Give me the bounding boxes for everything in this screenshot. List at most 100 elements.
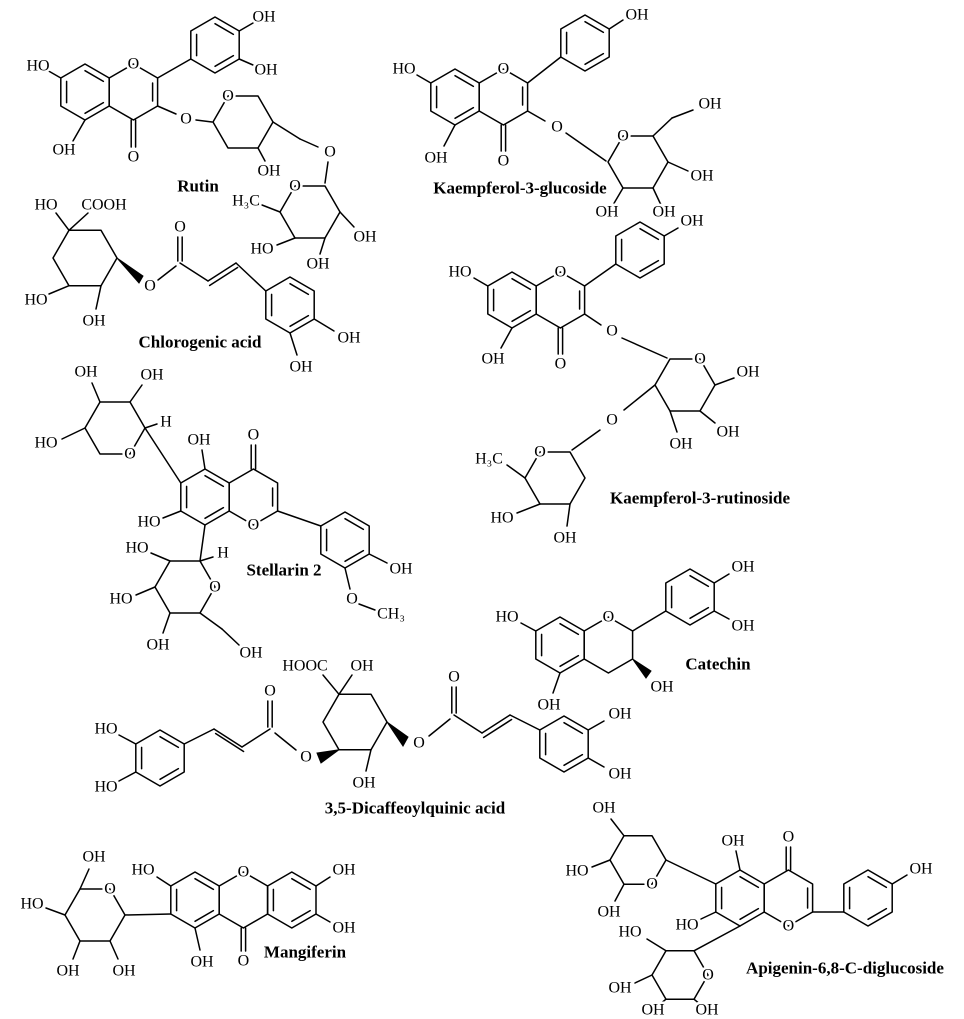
stellarin-2-bonds — [61, 382, 388, 646]
atom-label: HO — [125, 540, 148, 557]
atom-label: O — [144, 278, 156, 295]
compound-name-kaempferol-3-rutinoside: Kaempferol-3-rutinoside — [610, 489, 791, 508]
atom-label: H — [160, 414, 172, 431]
atom-label: O — [222, 88, 234, 105]
atom-label: HO — [495, 609, 518, 626]
atom-label: HO — [94, 779, 117, 796]
k3r-glucose-ring — [654, 358, 716, 412]
atom-label: O — [617, 128, 629, 145]
atom-label: OH — [553, 530, 577, 547]
compound-rutin: HO OH O O OH OH O O OH O O H₃C HO OH OH … — [24, 6, 380, 275]
atom-label: HO — [250, 241, 273, 258]
compound-dicaffeoylquinic-acid: HOOC OH OH O O HO HO O O OH OH 3,5-Dicaf… — [92, 655, 635, 818]
dcqa-quinic-ring — [322, 693, 388, 751]
atom-label: O — [606, 323, 618, 340]
apigenin-lower-glucose-ring — [651, 950, 709, 1000]
compound-name-kaempferol-3-glucoside: Kaempferol-3-glucoside — [433, 179, 607, 198]
atom-label: O — [300, 749, 312, 766]
k3r-ring-b — [615, 221, 665, 279]
compound-chlorogenic-acid: HO COOH HO OH O O OH OH Chlorogenic acid — [22, 194, 364, 378]
atom-label: O — [238, 953, 250, 970]
atom-label: HO — [490, 510, 513, 527]
atom-label: OH — [306, 256, 330, 273]
atom-label: O — [555, 356, 567, 373]
atom-label: H₃C — [475, 451, 503, 468]
rutin-ring-a — [60, 63, 110, 121]
atom-label: OH — [140, 367, 164, 384]
atom-label: O — [448, 669, 460, 686]
atom-label: OH — [252, 9, 276, 26]
compound-kaempferol-3-glucoside: HO OH O O OH O O OH OH OH OH Kaempferol-… — [390, 4, 725, 223]
dcqa-left-benzene-ring — [135, 729, 185, 787]
wedge-bond — [116, 257, 144, 284]
atom-label: HO — [448, 264, 471, 281]
atom-label: CH₃ — [377, 606, 405, 623]
kaempferol-3-rutinoside-bonds — [473, 221, 735, 527]
atom-label: OH — [716, 424, 740, 441]
compound-kaempferol-3-rutinoside: HO OH O O OH O O OH OH OH O O H₃C HO OH … — [446, 210, 791, 549]
atom-label: H₃C — [232, 193, 260, 210]
atom-label: OH — [289, 359, 313, 376]
atom-label: OH — [82, 849, 106, 866]
atom-label: OH — [731, 559, 755, 576]
atom-label: OH — [909, 861, 933, 878]
mangiferin-right-ring — [266, 871, 317, 929]
wedge-bond — [632, 658, 652, 679]
atom-label: OH — [353, 229, 377, 246]
atom-label: O — [128, 56, 140, 73]
atom-label: OH — [592, 800, 616, 817]
compound-name-dicaffeoylquinic-acid: 3,5-Dicaffeoylquinic acid — [325, 799, 506, 818]
atom-label: O — [104, 881, 116, 898]
atom-label: HO — [131, 862, 154, 879]
stellarin-upper-glucose-ring — [84, 401, 146, 455]
atom-label: O — [498, 61, 510, 78]
atom-label: O — [128, 149, 140, 166]
catechin-ring-a — [535, 616, 585, 674]
atom-label: OH — [352, 775, 376, 792]
atom-label: OH — [721, 833, 745, 850]
atom-label: O — [413, 735, 425, 752]
catechin-bonds — [520, 568, 730, 694]
atom-label: H — [217, 545, 229, 562]
compound-catechin: O HO OH OH OH OH Catechin — [493, 556, 758, 716]
chlorogenic-quinic-ring — [52, 229, 118, 287]
atom-label: OH — [337, 330, 361, 347]
atom-label: O — [174, 219, 186, 236]
atom-label: OH — [731, 618, 755, 635]
atom-label: OH — [608, 766, 632, 783]
atom-label: OH — [239, 645, 263, 662]
mangiferin-bonds — [45, 868, 331, 960]
atom-label: HO — [675, 917, 698, 934]
dcqa-right-benzene-ring — [539, 715, 589, 773]
atom-label: OH — [254, 62, 278, 79]
atom-label: O — [324, 144, 336, 161]
atom-label: OH — [608, 706, 632, 723]
atom-label: OH — [187, 432, 211, 449]
atom-label: OH — [669, 436, 693, 453]
atom-label: O — [209, 579, 221, 596]
apigenin-ring-b — [843, 869, 893, 927]
atom-label: OH — [695, 1002, 719, 1019]
atom-label: O — [551, 119, 563, 136]
atom-label: OH — [650, 679, 674, 696]
rutin-ring-b — [190, 16, 240, 74]
atom-label: OH — [481, 351, 505, 368]
compound-mangiferin: O O HO OH OH OH O OH HO OH OH Mangiferin — [18, 846, 359, 982]
compound-stellarin-2: OH OH HO H O O OH HO O OH O CH₃ H O HO H… — [32, 361, 416, 664]
atom-label: OH — [332, 920, 356, 937]
wedge-bond — [316, 749, 340, 764]
atom-label: O — [534, 444, 546, 461]
stellarin-lower-glucose-ring — [154, 560, 216, 614]
atom-label: OH — [146, 637, 170, 654]
k3g-ring-b — [560, 14, 610, 72]
atom-label: HO — [565, 863, 588, 880]
atom-label: O — [346, 591, 358, 608]
atom-label: OH — [537, 697, 561, 714]
atom-label: OH — [736, 364, 760, 381]
atom-label: HO — [109, 591, 132, 608]
apigenin-ring-a — [715, 869, 765, 927]
atom-label: O — [180, 111, 192, 128]
compound-name-catechin: Catechin — [685, 655, 751, 674]
atom-label: O — [606, 412, 618, 429]
